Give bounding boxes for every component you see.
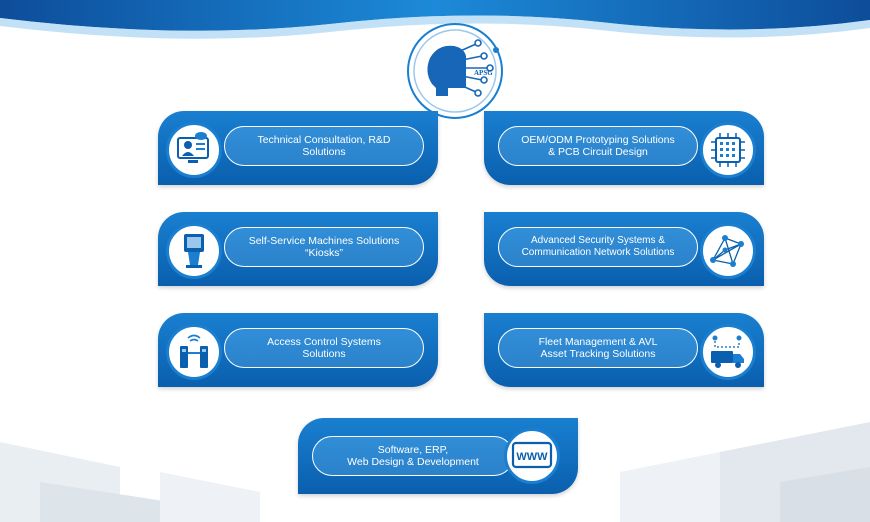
svg-text:APSG: APSG [474, 69, 493, 77]
service-label-self-service-kiosks: Self-Service Machines Solutions“Kiosks” [224, 227, 424, 267]
chip-icon [700, 122, 756, 178]
www-icon: WWW [504, 428, 560, 484]
apsg-logo: APSG [407, 23, 503, 119]
service-label-software-web: Software, ERP,Web Design & Development [312, 436, 514, 476]
truck-tracking-icon [700, 324, 756, 380]
service-label-oem-odm-prototyping: OEM/ODM Prototyping Solutions& PCB Circu… [498, 126, 698, 166]
service-card-software-web: Software, ERP,Web Design & Development W… [298, 418, 578, 494]
service-card-self-service-kiosks: Self-Service Machines Solutions“Kiosks” [158, 212, 438, 286]
consultation-icon [166, 122, 222, 178]
network-icon [700, 223, 756, 279]
service-card-security-network: Advanced Security Systems &Communication… [484, 212, 764, 286]
turnstile-icon [166, 324, 222, 380]
top-decorative-band [0, 0, 870, 39]
service-card-oem-odm-prototyping: OEM/ODM Prototyping Solutions& PCB Circu… [484, 111, 764, 185]
svg-text:WWW: WWW [516, 451, 548, 463]
bottom-decorative-shapes [0, 422, 870, 522]
kiosk-icon [166, 223, 222, 279]
service-label-security-network: Advanced Security Systems &Communication… [498, 227, 698, 267]
